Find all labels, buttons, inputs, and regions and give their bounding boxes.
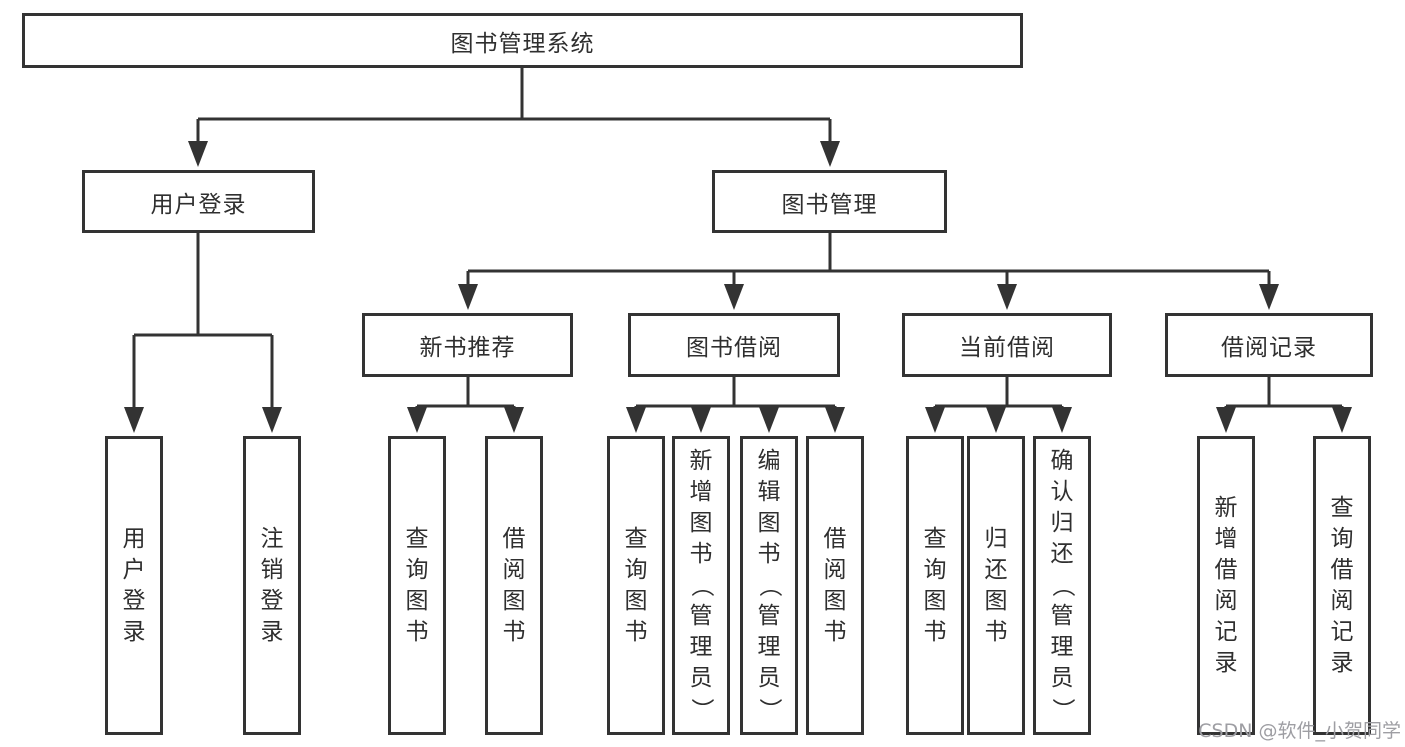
arrowhead (504, 407, 524, 433)
arrowhead (691, 407, 711, 433)
csdn-watermark: CSDN @软件_小贺同学 (1198, 720, 1401, 742)
leaf-user-login: 用户登录 (105, 436, 163, 735)
leaf-records-query-record: 查询借阅记录 (1313, 436, 1371, 735)
node-user-login: 用户登录 (82, 170, 315, 233)
arrowhead (1259, 284, 1279, 310)
node-borrowing-records: 借阅记录 (1165, 313, 1373, 377)
connector-borrowing-to-leaves (634, 377, 837, 411)
arrowhead (925, 407, 945, 433)
connector-bookmgmt-to-level3 (466, 233, 1271, 288)
arrowhead (997, 284, 1017, 310)
node-root: 图书管理系统 (22, 13, 1023, 68)
connector-current-to-leaves (933, 377, 1064, 411)
node-book-management: 图书管理 (712, 170, 947, 233)
arrowhead (1216, 407, 1236, 433)
node-new-book-recommend: 新书推荐 (362, 313, 573, 377)
leaf-current-confirm-return-admin: 确认归还（管理员） (1033, 436, 1091, 735)
arrowhead (825, 407, 845, 433)
arrowhead (262, 407, 282, 433)
leaf-records-add-record: 新增借阅记录 (1197, 436, 1255, 735)
leaf-borrowing-borrow-books: 借阅图书 (806, 436, 864, 735)
connector-userlogin-to-leaves (132, 233, 274, 411)
leaf-logout: 注销登录 (243, 436, 301, 735)
leaf-current-return-books: 归还图书 (967, 436, 1025, 735)
node-current-borrowing: 当前借阅 (902, 313, 1112, 377)
leaf-current-query-books: 查询图书 (906, 436, 964, 735)
arrowhead (626, 407, 646, 433)
arrowhead (407, 407, 427, 433)
leaf-borrowing-query-books: 查询图书 (607, 436, 665, 735)
node-book-borrowing: 图书借阅 (628, 313, 840, 377)
arrowhead (986, 407, 1006, 433)
arrowhead (1332, 407, 1352, 433)
leaf-recommend-query-books: 查询图书 (388, 436, 446, 735)
connector-records-to-leaves (1224, 377, 1344, 411)
connector-root-to-level2 (196, 68, 832, 145)
leaf-recommend-borrow-books: 借阅图书 (485, 436, 543, 735)
arrowhead (124, 407, 144, 433)
connector-recommend-to-leaves (415, 377, 516, 411)
leaf-borrowing-edit-books-admin: 编辑图书（管理员） (740, 436, 798, 735)
arrowhead (458, 284, 478, 310)
arrowhead (820, 141, 840, 167)
arrowhead (759, 407, 779, 433)
arrowhead (724, 284, 744, 310)
arrowhead (1052, 407, 1072, 433)
leaf-borrowing-add-books-admin: 新增图书（管理员） (672, 436, 730, 735)
arrowhead (188, 141, 208, 167)
